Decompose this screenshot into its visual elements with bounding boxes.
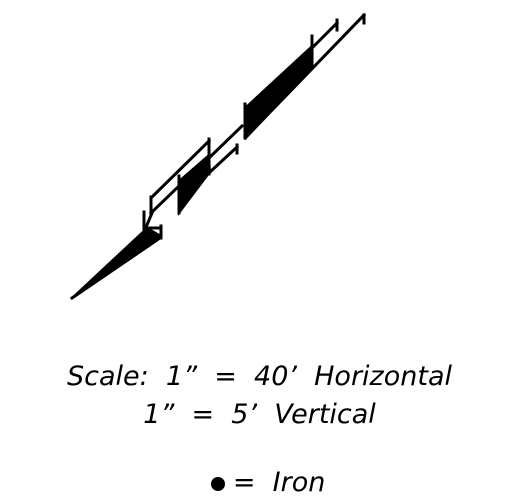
middle-box-top [149,138,212,200]
middle-right-line [207,144,240,175]
lower-profile-line [69,235,163,301]
upper-profile-line [243,12,367,140]
middle-cut-section [178,152,212,216]
middle-box-lower [148,183,182,216]
profile-drawing [69,12,367,301]
iron-legend-label: = Iron [232,467,326,498]
vertical-scale-label: 1” = 5’ Vertical [143,399,376,430]
lower-connector [142,211,154,234]
upper-wedge-line [309,20,340,51]
horizontal-scale-label: Scale: 1” = 40’ Horizontal [67,361,452,392]
upper-cut-section [243,43,313,141]
iron-legend: = Iron [0,438,519,498]
middle-connector [206,123,245,161]
iron-dot-icon [210,476,225,491]
